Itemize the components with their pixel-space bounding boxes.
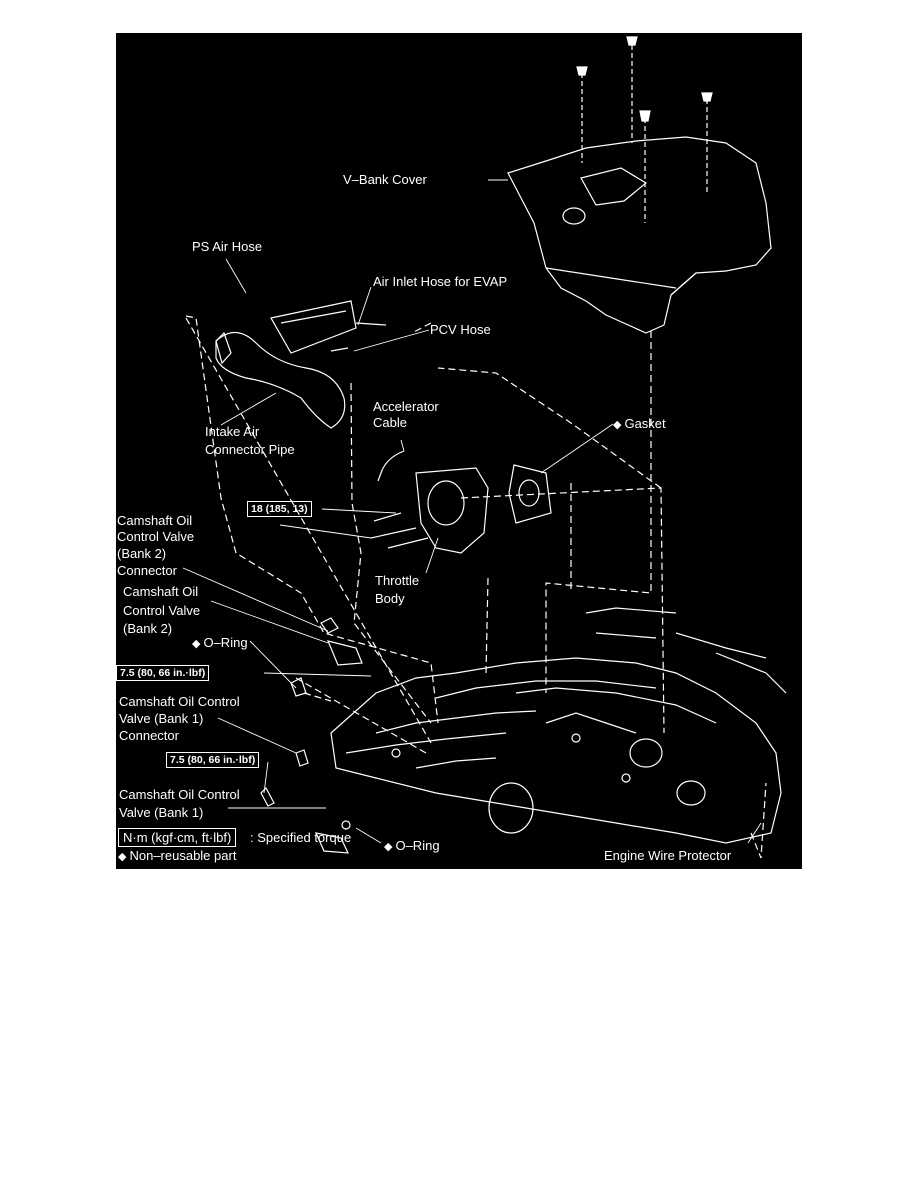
label-v-bank-cover: V–Bank Cover bbox=[343, 172, 427, 187]
label-cam-b1-valve-line2: Valve (Bank 1) bbox=[119, 805, 204, 820]
label-gasket: ◆Gasket bbox=[613, 416, 666, 433]
intake-air-connector-pipe-shape bbox=[215, 300, 357, 429]
diagram-panel: V–Bank Cover PS Air Hose Air Inlet Hose … bbox=[116, 33, 802, 869]
cover-bolts bbox=[576, 36, 713, 223]
v-bank-cover-shape bbox=[507, 136, 772, 334]
label-pcv-hose: PCV Hose bbox=[430, 322, 491, 337]
label-o-ring-upper-text: O–Ring bbox=[203, 635, 248, 650]
legend-non-reusable: ◆Non–reusable part bbox=[118, 848, 236, 865]
non-reusable-diamond-icon: ◆ bbox=[613, 419, 622, 431]
label-cam-b1-connector-line2: Valve (Bank 1) bbox=[119, 711, 204, 726]
camshaft-valve-shapes bbox=[260, 617, 363, 854]
exploded-view-drawing bbox=[182, 36, 787, 859]
label-throttle-body-line1: Throttle bbox=[375, 573, 420, 588]
label-intake-air-line1: Intake Air bbox=[205, 424, 260, 439]
leader-lines bbox=[182, 179, 762, 844]
label-air-inlet-hose: Air Inlet Hose for EVAP bbox=[373, 274, 508, 289]
label-o-ring-lower: ◆O–Ring bbox=[384, 838, 440, 855]
label-cam-b2-valve-line3: (Bank 2) bbox=[123, 621, 173, 636]
label-cam-b2-connector-line4: Connector bbox=[117, 563, 177, 578]
torque-box-bank1-bolt: 7.5 (80, 66 in.·lbf) bbox=[166, 752, 260, 768]
label-ps-air-hose: PS Air Hose bbox=[192, 239, 263, 254]
throttle-body-shape bbox=[370, 464, 552, 554]
non-reusable-diamond-icon: ◆ bbox=[192, 638, 201, 650]
non-reusable-diamond-icon: ◆ bbox=[118, 851, 127, 863]
torque-box-throttle-bolt: 18 (185, 13) bbox=[247, 501, 312, 517]
legend-unit-description: : Specified torque bbox=[250, 830, 352, 845]
legend-unit-box: N·m (kgf·cm, ft·lbf) bbox=[118, 828, 237, 847]
label-cam-b1-valve-line1: Camshaft Oil Control bbox=[119, 787, 240, 802]
engine-block-shape bbox=[330, 607, 787, 844]
label-o-ring-upper: ◆O–Ring bbox=[192, 635, 248, 652]
label-o-ring-lower-text: O–Ring bbox=[395, 838, 440, 853]
label-cam-b2-valve-line1: Camshaft Oil bbox=[123, 584, 199, 599]
non-reusable-diamond-icon: ◆ bbox=[384, 841, 393, 853]
label-accelerator-cable-line2: Cable bbox=[373, 415, 407, 430]
legend-non-reusable-text: Non–reusable part bbox=[129, 848, 237, 863]
label-intake-air-line2: Connector Pipe bbox=[205, 442, 295, 457]
label-accelerator-cable-line1: Accelerator bbox=[373, 399, 439, 414]
label-engine-wire-protector: Engine Wire Protector bbox=[604, 848, 732, 863]
label-cam-b1-connector-line1: Camshaft Oil Control bbox=[119, 694, 240, 709]
label-cam-b2-connector-line3: (Bank 2) bbox=[117, 546, 167, 561]
label-cam-b1-connector-line3: Connector bbox=[119, 728, 179, 743]
label-cam-b2-connector-line1: Camshaft Oil bbox=[117, 513, 193, 528]
label-cam-b2-connector-line2: Control Valve bbox=[117, 529, 195, 544]
torque-box-bank2-bolt: 7.5 (80, 66 in.·lbf) bbox=[116, 665, 210, 681]
label-throttle-body-line2: Body bbox=[375, 591, 405, 606]
label-gasket-text: Gasket bbox=[624, 416, 666, 431]
label-cam-b2-valve-line2: Control Valve bbox=[123, 603, 201, 618]
assembly-guide-lines bbox=[185, 315, 767, 859]
